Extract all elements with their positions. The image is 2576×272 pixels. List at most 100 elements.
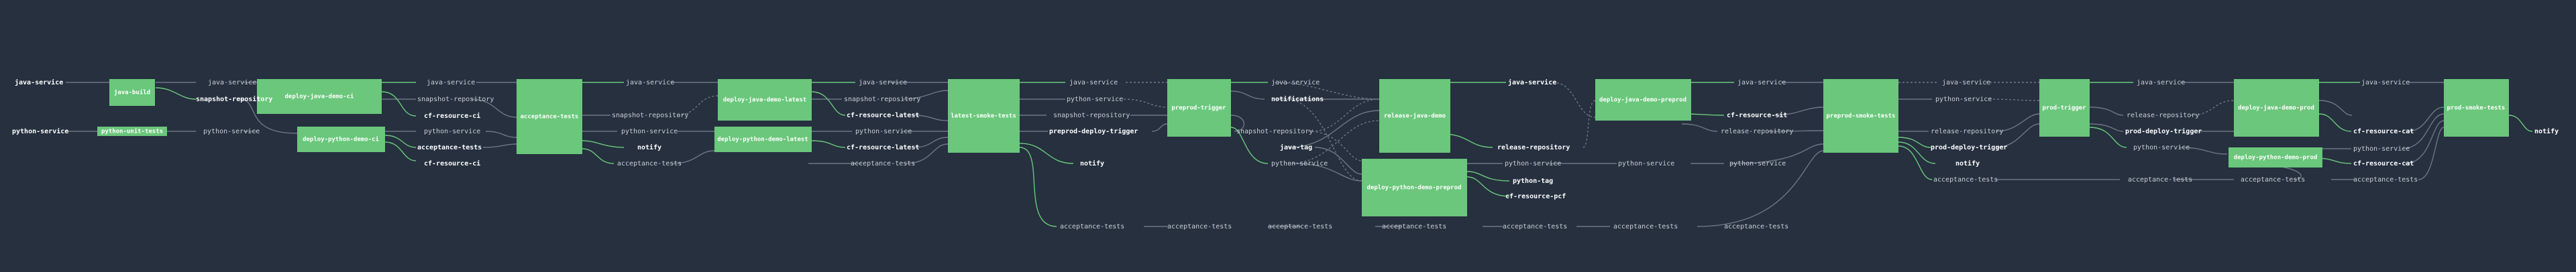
job-deploy-java-demo-prod[interactable]: deploy-java-demo-prod — [2234, 79, 2319, 137]
job-prod-trigger[interactable]: prod-trigger — [2039, 79, 2090, 137]
svg-text:cf-resource-cat: cf-resource-cat — [2353, 128, 2414, 135]
resource-snapshot-repository[interactable]: snapshot-repository — [196, 95, 272, 103]
resource-java-service[interactable]: java-service — [208, 79, 256, 86]
resource-acceptance-tests[interactable]: acceptance-tests — [1724, 223, 1788, 230]
resource-java-service[interactable]: java-service — [1069, 79, 1118, 86]
resource-acceptance-tests[interactable]: acceptance-tests — [1167, 223, 1232, 230]
resource-acceptance-tests[interactable]: acceptance-tests — [1060, 223, 1124, 230]
resource-java-service[interactable]: java-service — [626, 79, 674, 86]
resource-python-service[interactable]: python-service — [1729, 160, 1786, 167]
svg-text:python-service: python-service — [1618, 160, 1674, 167]
job-acceptance-tests[interactable]: acceptance-tests — [517, 79, 582, 154]
svg-text:release-repository: release-repository — [1497, 143, 1570, 151]
job-java-build[interactable]: java-build — [109, 79, 155, 106]
pipeline-edges — [66, 82, 2533, 227]
resource-java-service[interactable]: java-service — [1737, 79, 1786, 86]
resource-acceptance-tests[interactable]: acceptance-tests — [1613, 223, 1678, 230]
resource-acceptance-tests[interactable]: acceptance-tests — [617, 160, 682, 167]
svg-text:python-service: python-service — [621, 128, 678, 135]
resource-java-service[interactable]: java-service — [1271, 79, 1320, 86]
job-deploy-python-demo-prod[interactable]: deploy-python-demo-prod — [2229, 147, 2322, 167]
resource-java-service[interactable]: java-service — [427, 79, 475, 86]
resource-release-repository[interactable]: release-repository — [1497, 143, 1570, 151]
resource-python-service[interactable]: python-service — [424, 128, 480, 135]
job-deploy-python-demo-preprod[interactable]: deploy-python-demo-preprod — [1362, 159, 1467, 216]
resource-acceptance-tests[interactable]: acceptance-tests — [2241, 176, 2305, 184]
resource-python-service[interactable]: python-service — [1618, 160, 1674, 167]
job-latest-smoke-tests[interactable]: latest-smoke-tests — [948, 79, 1020, 153]
resource-acceptance-tests[interactable]: acceptance-tests — [1933, 176, 1998, 184]
resource-cf-resource-cat[interactable]: cf-resource-cat — [2353, 160, 2414, 167]
resource-java-service[interactable]: java-service — [1508, 78, 1556, 86]
job-deploy-python-demo-ci[interactable]: deploy-python-demo-ci — [297, 127, 385, 152]
resource-acceptance-tests[interactable]: acceptance-tests — [417, 144, 482, 151]
resource-java-tag[interactable]: java-tag — [1280, 143, 1312, 151]
resource-python-service[interactable]: python-service — [203, 128, 260, 135]
svg-text:cf-resource-pcf: cf-resource-pcf — [1505, 193, 1566, 200]
resource-preprod-deploy-trigger[interactable]: preprod-deploy-trigger — [1049, 127, 1138, 135]
resource-cf-resource-cat[interactable]: cf-resource-cat — [2353, 128, 2414, 135]
resource-snapshot-repository[interactable]: snapshot-repository — [612, 112, 688, 119]
resource-acceptance-tests[interactable]: acceptance-tests — [1268, 223, 1332, 230]
resource-python-service-input[interactable]: python-service — [12, 127, 68, 135]
job-deploy-java-demo-preprod[interactable]: deploy-java-demo-preprod — [1595, 79, 1691, 121]
resource-acceptance-tests[interactable]: acceptance-tests — [1382, 223, 1446, 230]
svg-text:java-service: java-service — [2361, 79, 2410, 86]
resource-snapshot-repository[interactable]: snapshot-repository — [417, 96, 494, 103]
resource-notifications[interactable]: notifications — [1271, 95, 1324, 103]
resource-python-service[interactable]: python-service — [1935, 96, 1992, 103]
resource-python-service[interactable]: python-service — [1271, 160, 1328, 167]
resource-java-service[interactable]: java-service — [2137, 79, 2185, 86]
resource-notify[interactable]: notify — [1955, 159, 1980, 167]
job-deploy-java-demo-latest[interactable]: deploy-java-demo-latest — [718, 79, 812, 121]
resource-release-repository[interactable]: release-repository — [2127, 112, 2199, 119]
resource-prod-deploy-trigger[interactable]: prod-deploy-trigger — [2125, 127, 2202, 135]
job-deploy-python-demo-latest[interactable]: deploy-python-demo-latest — [714, 127, 812, 152]
svg-text:snapshot-repository: snapshot-repository — [1053, 112, 1130, 119]
resource-notify[interactable]: notify — [1080, 159, 1104, 167]
job-python-unit-tests[interactable]: python-unit-tests — [97, 127, 167, 136]
resource-cf-resource-sit[interactable]: cf-resource-sit — [1727, 111, 1787, 119]
resource-cf-resource-ci[interactable]: cf-resource-ci — [424, 112, 480, 120]
svg-text:acceptance-tests: acceptance-tests — [1167, 223, 1232, 230]
resource-python-service[interactable]: python-service — [1067, 96, 1123, 103]
resource-snapshot-repository[interactable]: snapshot-repository — [1053, 112, 1130, 119]
resource-python-service[interactable]: python-service — [2133, 144, 2190, 151]
resource-cf-resource-latest[interactable]: cf-resource-latest — [847, 144, 919, 151]
resource-python-service[interactable]: python-service — [855, 128, 912, 135]
resource-java-service[interactable]: java-service — [1942, 79, 1990, 86]
svg-text:deploy-java-demo-prod: deploy-java-demo-prod — [2238, 105, 2314, 112]
svg-text:python-service: python-service — [2353, 145, 2410, 153]
resource-acceptance-tests[interactable]: acceptance-tests — [851, 160, 915, 167]
resource-notify[interactable]: notify — [2534, 127, 2559, 135]
resource-acceptance-tests[interactable]: acceptance-tests — [2353, 176, 2418, 184]
resource-cf-resource-ci[interactable]: cf-resource-ci — [424, 159, 480, 167]
job-deploy-java-demo-ci[interactable]: deploy-java-demo-ci — [257, 79, 382, 114]
svg-text:preprod-trigger: preprod-trigger — [1171, 105, 1226, 112]
resource-java-service[interactable]: java-service — [2361, 79, 2410, 86]
resource-python-service[interactable]: python-service — [2353, 145, 2410, 153]
resource-java-service[interactable]: java-service — [859, 79, 907, 86]
resource-acceptance-tests[interactable]: acceptance-tests — [2128, 176, 2192, 184]
resource-notify[interactable]: notify — [637, 143, 661, 151]
svg-text:acceptance-tests: acceptance-tests — [1503, 223, 1567, 230]
svg-text:preprod-deploy-trigger: preprod-deploy-trigger — [1049, 127, 1138, 135]
resource-python-service[interactable]: python-service — [621, 128, 678, 135]
job-prod-smoke-tests[interactable]: prod-smoke-tests — [2444, 79, 2509, 137]
resource-snapshot-repository[interactable]: snapshot-repository — [844, 96, 920, 103]
resource-release-repository[interactable]: release-repository — [1721, 128, 1793, 135]
resource-prod-deploy-trigger[interactable]: prod-deploy-trigger — [1931, 143, 2007, 151]
svg-text:python-service: python-service — [424, 128, 480, 135]
resource-cf-resource-pcf[interactable]: cf-resource-pcf — [1505, 193, 1566, 200]
resource-java-service-input[interactable]: java-service — [15, 78, 63, 86]
job-release-java-demo[interactable]: release-java-demo — [1379, 79, 1450, 153]
resource-snapshot-repository[interactable]: snapshot-repository — [1236, 128, 1313, 135]
job-preprod-trigger[interactable]: preprod-trigger — [1167, 79, 1231, 137]
resource-acceptance-tests[interactable]: acceptance-tests — [1503, 223, 1567, 230]
resource-cf-resource-latest[interactable]: cf-resource-latest — [847, 112, 919, 119]
svg-text:snapshot-repository: snapshot-repository — [612, 112, 688, 119]
job-preprod-smoke-tests[interactable]: preprod-smoke-tests — [1823, 79, 1898, 153]
resource-release-repository[interactable]: release-repository — [1931, 128, 2003, 135]
resource-python-tag[interactable]: python-tag — [1513, 178, 1553, 185]
resource-python-service[interactable]: python-service — [1505, 160, 1561, 167]
